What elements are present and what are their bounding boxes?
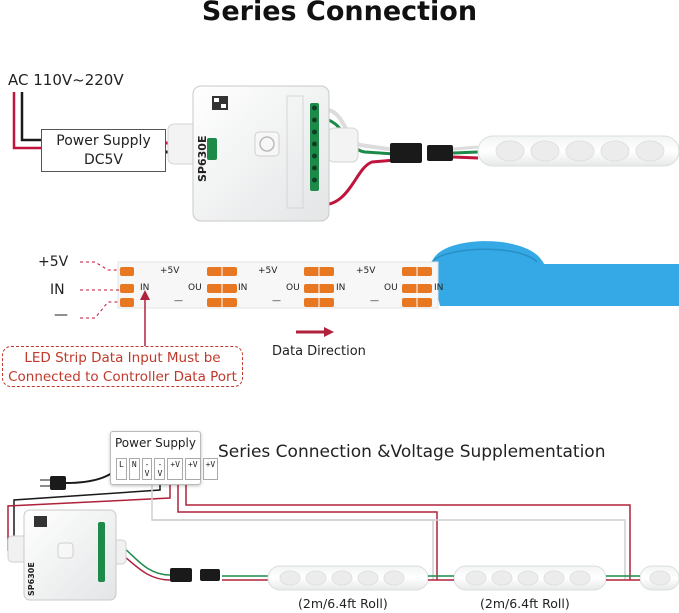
connector-bottom-b (200, 569, 220, 581)
strip-plus-label-2: +5V (258, 266, 278, 276)
strip-plus-label-3: +5V (356, 266, 376, 276)
led-strip-top (477, 135, 679, 167)
section3-subtitle: Series Connection &Voltage Supplementati… (218, 442, 606, 462)
roll-label-2: (2m/6.4ft Roll) (480, 596, 570, 611)
power-supply-voltage: DC5V (83, 152, 124, 168)
terminal-l: L (116, 458, 127, 480)
power-supply-label: Power Supply (56, 133, 151, 149)
terminal-n: N (128, 458, 140, 480)
note-line-2: Connected to Controller Data Port (8, 369, 237, 385)
strip-minus-label-3: — (370, 296, 379, 306)
strip-out-label-1: OU (188, 283, 202, 293)
terminal-pos-1: +V (167, 458, 183, 480)
power-supply-unit: Power Supply L N -V -V +V +V +V (110, 431, 219, 485)
led-strips-bottom (267, 565, 679, 591)
strip-in-label-1: IN (140, 283, 150, 293)
controller-device-small (7, 509, 127, 601)
pin-plus-label: +5V (38, 254, 69, 270)
strip-out-label-3: OU (384, 283, 398, 293)
controller-model-label-small: SP630E (27, 562, 36, 596)
strip-minus-label-2: — (272, 296, 281, 306)
controller-device (167, 85, 359, 222)
jst-connector (390, 143, 479, 163)
ac-input-label: AC 110V~220V (8, 71, 124, 89)
power-supply-unit-label: Power Supply (115, 436, 196, 450)
strip-in-label-4: IN (434, 283, 444, 293)
strip-in-label-3: IN (336, 283, 346, 293)
controller-model-label: SP630E (196, 135, 209, 182)
pin-minus-label: — (54, 307, 68, 323)
terminal-neg-1: -V (141, 458, 153, 480)
pin-in-label: IN (50, 282, 65, 298)
strip-plus-label-1: +5V (160, 266, 180, 276)
strip-in-label-2: IN (238, 283, 248, 293)
data-direction-label: Data Direction (272, 344, 366, 359)
section2-strip (80, 241, 679, 346)
terminal-block: L N -V -V +V +V +V (116, 458, 219, 480)
terminal-pos-2: +V (184, 458, 201, 480)
roll-label-1: (2m/6.4ft Roll) (298, 596, 388, 611)
page-title: Series Connection (201, 0, 478, 27)
data-input-note: LED Strip Data Input Must be Connected t… (2, 346, 243, 387)
strip-minus-label-1: — (174, 296, 183, 306)
connector-bottom-a (170, 568, 192, 582)
power-supply-box: Power Supply DC5V (41, 129, 166, 172)
terminal-pos-3: +V (202, 458, 219, 480)
terminal-neg-2: -V (154, 458, 166, 480)
note-line-1: LED Strip Data Input Must be (24, 350, 221, 366)
strip-out-label-2: OU (286, 283, 300, 293)
